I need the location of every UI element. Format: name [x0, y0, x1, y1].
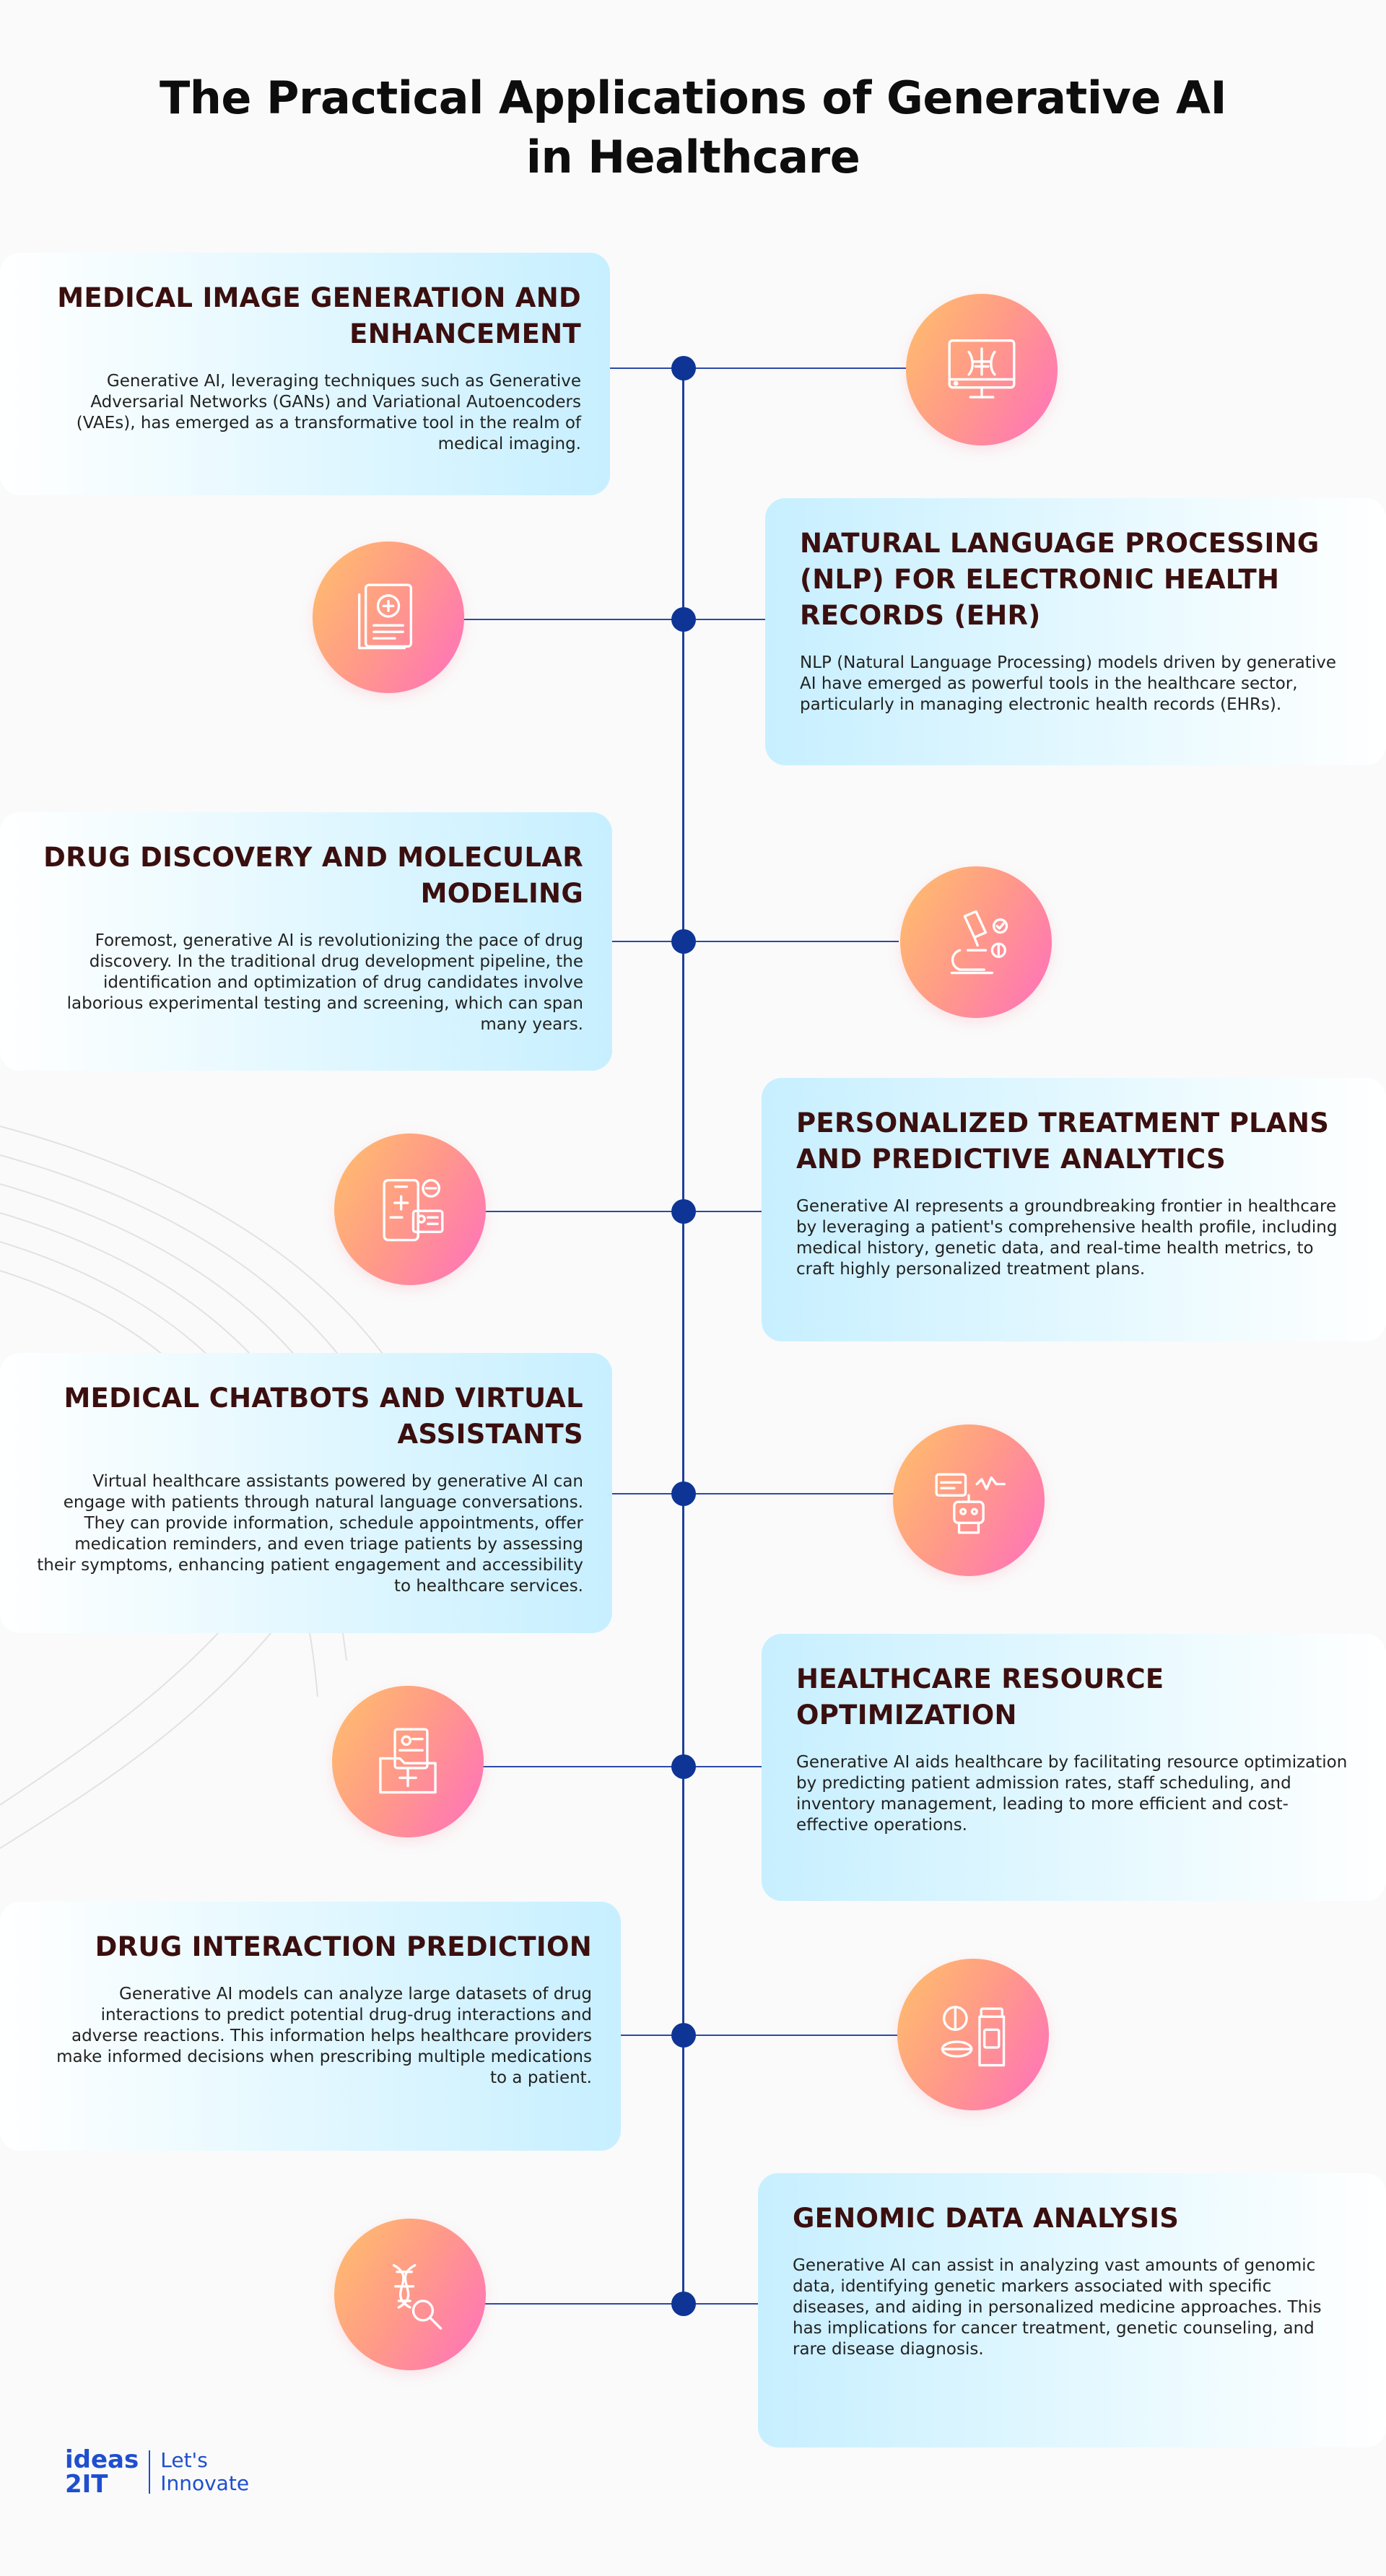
page-title-line-1: The Practical Applications of Generative…	[159, 71, 1227, 124]
xray-monitor-icon	[906, 294, 1058, 445]
microscope-icon	[900, 866, 1052, 1018]
health-record-icon	[313, 541, 464, 693]
card-text: Virtual healthcare assistants powered by…	[37, 1472, 583, 1596]
timeline-dot	[671, 2023, 696, 2048]
connector-line	[462, 2303, 765, 2305]
page-title: The Practical Applications of Generative…	[0, 69, 1386, 187]
card-drug-discovery: DRUG DISCOVERY AND MOLECULAR MODELING Fo…	[0, 812, 612, 1071]
card-text: Generative AI, leveraging techniques suc…	[76, 372, 581, 453]
page-title-line-2: in Healthcare	[526, 131, 860, 183]
connector-line	[617, 2035, 906, 2036]
robot-chat-icon	[893, 1424, 1045, 1576]
timeline-spine	[682, 361, 684, 2310]
connector-line	[462, 1211, 772, 1212]
timeline-dot	[671, 929, 696, 954]
connector-line	[610, 941, 899, 942]
card-title: MEDICAL IMAGE GENERATION AND ENHANCEMENT	[57, 282, 581, 349]
timeline-dot	[671, 356, 696, 380]
card-resource-optimization: HEALTHCARE RESOURCE OPTIMIZATION Generat…	[762, 1634, 1386, 1901]
connector-line	[599, 367, 906, 369]
logo-divider	[149, 2450, 151, 2494]
card-text: Foremost, generative AI is revolutionizi…	[66, 931, 583, 1034]
card-text: Generative AI represents a groundbreakin…	[796, 1197, 1338, 1279]
dna-search-icon	[334, 2219, 486, 2370]
card-title: DRUG INTERACTION PREDICTION	[95, 1931, 592, 1962]
card-title: NATURAL LANGUAGE PROCESSING (NLP) FOR EL…	[800, 528, 1320, 631]
mobile-health-icon	[334, 1133, 486, 1285]
card-genomic-data: GENOMIC DATA ANALYSIS Generative AI can …	[758, 2173, 1386, 2447]
card-drug-interaction: DRUG INTERACTION PREDICTION Generative A…	[0, 1902, 621, 2151]
card-personalized-treatment: PERSONALIZED TREATMENT PLANS AND PREDICT…	[762, 1078, 1386, 1341]
card-title: GENOMIC DATA ANALYSIS	[793, 2203, 1180, 2234]
card-text: NLP (Natural Language Processing) models…	[800, 653, 1336, 714]
connector-line	[462, 619, 765, 620]
medical-folder-icon	[332, 1686, 484, 1837]
timeline-dot	[671, 1199, 696, 1224]
timeline-dot	[671, 1481, 696, 1506]
card-nlp-ehr: NATURAL LANGUAGE PROCESSING (NLP) FOR EL…	[765, 498, 1386, 765]
card-title: DRUG DISCOVERY AND MOLECULAR MODELING	[43, 842, 583, 909]
ideas2it-logo: ideas 2IT Let's Innovate	[65, 2447, 249, 2497]
timeline-dot	[671, 607, 696, 632]
card-text: Generative AI can assist in analyzing va…	[793, 2256, 1322, 2359]
card-title: HEALTHCARE RESOURCE OPTIMIZATION	[796, 1663, 1164, 1731]
card-title: MEDICAL CHATBOTS AND VIRTUAL ASSISTANTS	[64, 1383, 583, 1450]
timeline-dot	[671, 1754, 696, 1779]
connector-line	[610, 1493, 899, 1494]
card-text: Generative AI aids healthcare by facilit…	[796, 1753, 1348, 1835]
connector-line	[462, 1766, 765, 1767]
card-medical-image-generation: MEDICAL IMAGE GENERATION AND ENHANCEMENT…	[0, 253, 610, 495]
card-medical-chatbots: MEDICAL CHATBOTS AND VIRTUAL ASSISTANTS …	[0, 1353, 612, 1633]
logo-mark: ideas 2IT	[65, 2445, 139, 2499]
card-title: PERSONALIZED TREATMENT PLANS AND PREDICT…	[796, 1108, 1330, 1175]
logo-tagline: Let's Innovate	[160, 2448, 250, 2495]
card-text: Generative AI models can analyze large d…	[56, 1985, 592, 2087]
pills-bottle-icon	[897, 1959, 1049, 2110]
timeline-dot	[671, 2292, 696, 2316]
